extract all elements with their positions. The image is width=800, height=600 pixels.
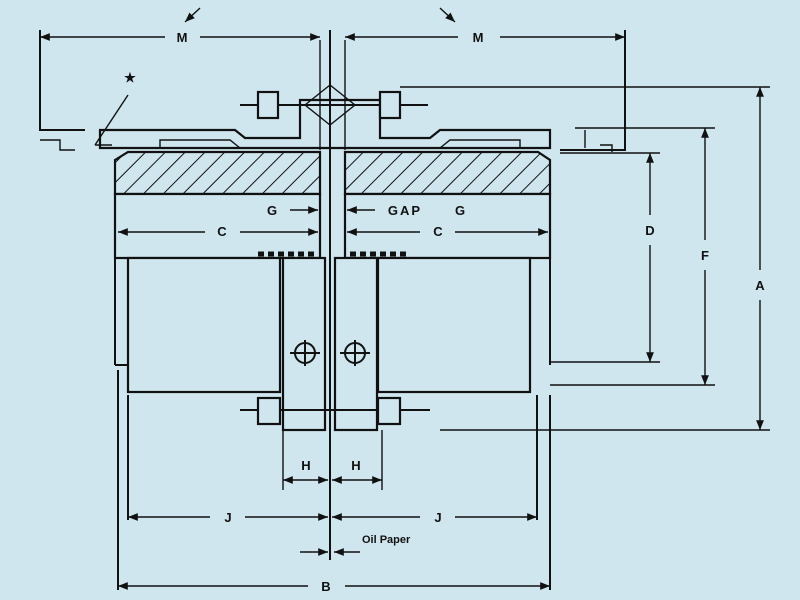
- label-h-right: H: [351, 458, 360, 473]
- dimension-m-left: [40, 7, 320, 41]
- dimension-f: [550, 127, 715, 386]
- label-j-right: J: [434, 510, 441, 525]
- coupling-body: [113, 192, 552, 432]
- dimension-m-right: [345, 7, 625, 41]
- centre-lines: [319, 30, 346, 560]
- label-h-left: H: [301, 458, 310, 473]
- label-g-left: G: [267, 203, 277, 218]
- hatched-hub-left: [113, 150, 322, 196]
- star-symbol: ★: [124, 70, 136, 85]
- sleeve-flange: [98, 98, 552, 150]
- top-bolt: [240, 84, 428, 126]
- bottom-bolt: [240, 396, 430, 426]
- label-gap: GAP: [388, 203, 422, 218]
- label-a: A: [755, 278, 765, 293]
- dimension-a: [400, 86, 770, 431]
- dimension-d: [550, 152, 660, 363]
- label-g-right: G: [455, 203, 465, 218]
- right-key-detail: [560, 30, 626, 152]
- label-j-left: J: [224, 510, 231, 525]
- label-c-left: C: [217, 224, 227, 239]
- label-m-left: M: [177, 30, 188, 45]
- dimension-h: [282, 430, 383, 490]
- label-d: D: [645, 223, 654, 238]
- left-key-detail: [39, 30, 129, 151]
- label-c-right: C: [433, 224, 443, 239]
- label-f: F: [701, 248, 709, 263]
- label-b: B: [321, 579, 330, 594]
- pin-circles: [290, 340, 370, 366]
- label-oil-paper: Oil Paper: [362, 534, 411, 546]
- hatched-hub-right: [343, 150, 552, 196]
- label-m-right: M: [473, 30, 484, 45]
- shaft-outlines: [117, 370, 551, 590]
